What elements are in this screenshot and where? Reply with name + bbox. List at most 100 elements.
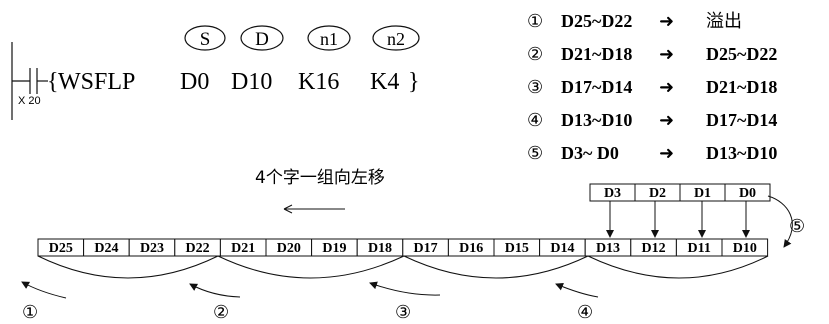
- operand-label-s-oval: [184, 25, 226, 51]
- operand-label-n1-oval: [307, 25, 351, 51]
- shift-caption: 4个字一组向左移: [255, 168, 385, 188]
- mapping-num: ①: [527, 11, 543, 31]
- contact-label: X 20: [18, 95, 41, 107]
- mapping-arrow: ➜: [659, 77, 674, 98]
- source-register-cell-border: [724, 183, 771, 202]
- source-register-block: D3 D2 D1 D0: [589, 183, 771, 202]
- dest-register-cell: D12: [630, 238, 677, 257]
- mapping-arrow: ➜: [659, 44, 674, 65]
- dest-register-cell-label: D13: [596, 241, 620, 256]
- source-register-cell: D2: [634, 183, 681, 202]
- mapping-to: D17~D14: [706, 110, 777, 130]
- step-label-2: ②: [213, 302, 229, 322]
- step-arrows: [21, 281, 599, 299]
- param-s: D0: [180, 69, 209, 95]
- mapping-num: ②: [527, 44, 543, 64]
- dest-register-cell-border: [721, 238, 769, 257]
- mapping-from: D25~D22: [561, 11, 632, 31]
- source-register-cell-label: D2: [649, 186, 666, 201]
- instruction-name: WSFLP: [58, 69, 135, 95]
- param-n2: K4: [370, 69, 399, 95]
- step-label-4: ④: [577, 302, 593, 322]
- operand-label-n1: n1: [320, 29, 338, 49]
- mapping-arrow: ➜: [659, 110, 674, 131]
- mapping-to: D21~D18: [706, 77, 777, 97]
- dest-register-cell: D22: [174, 238, 221, 257]
- mapping-from: D21~D18: [561, 44, 632, 64]
- dest-register-cell-label: D21: [231, 241, 255, 256]
- dest-register-cell-label: D12: [642, 241, 666, 256]
- mapping-row: ① D25~D22 ➜ 溢出: [527, 11, 742, 32]
- mapping-num: ④: [527, 110, 543, 130]
- source-register-cell-label: D3: [604, 186, 621, 201]
- dest-register-cell: D21: [219, 238, 267, 257]
- step-arrow-4: [555, 282, 599, 298]
- dest-register-cell-label: D18: [368, 241, 392, 256]
- dest-register-cell: D16: [447, 238, 495, 257]
- dest-register-cell-label: D24: [94, 241, 118, 256]
- ladder-rung: X 20 { WSFLP D0 D10 K16 K4 } S D n1 n2: [11, 25, 420, 120]
- dest-register-cell-label: D15: [505, 241, 529, 256]
- step5-arc: [767, 195, 793, 248]
- mapping-num: ③: [527, 77, 543, 97]
- source-register-cell: D0: [724, 183, 771, 202]
- group-arc-4: [587, 255, 769, 279]
- dest-register-cell: D25: [37, 238, 85, 257]
- mapping-row: ③ D17~D14 ➜ D21~D18: [527, 77, 777, 98]
- step-label-1: ①: [22, 302, 38, 322]
- step-arrow-3: [369, 281, 441, 296]
- mapping-row: ④ D13~D10 ➜ D17~D14: [527, 110, 777, 131]
- dest-register-cell: D24: [83, 238, 130, 257]
- source-register-cell-label: D0: [739, 186, 756, 201]
- instruction-open-bracket: {: [47, 69, 59, 95]
- mapping-to: D13~D10: [706, 143, 777, 163]
- dest-register-cell-label: D20: [277, 241, 301, 256]
- dest-register-cell: D14: [539, 238, 586, 257]
- dest-register-cell-label: D11: [688, 241, 711, 256]
- param-d: D10: [231, 69, 272, 95]
- source-register-cell: D1: [679, 183, 726, 202]
- group-arc-2: [217, 255, 405, 279]
- mapping-row: ② D21~D18 ➜ D25~D22: [527, 44, 777, 65]
- mapping-from: D3~ D0: [561, 143, 619, 163]
- param-n1: K16: [298, 69, 339, 95]
- dest-register-cell-label: D23: [140, 241, 164, 256]
- mapping-to: D25~D22: [706, 44, 777, 64]
- dest-register-cell-label: D25: [49, 241, 73, 256]
- dest-register-cell: D11: [675, 238, 723, 257]
- group-arc-3: [403, 255, 589, 279]
- operand-label-n2-oval: [372, 25, 420, 51]
- dest-register-cell-label: D22: [186, 241, 210, 256]
- operand-label-d-oval: [240, 25, 284, 51]
- operand-label-s: S: [200, 29, 211, 50]
- dest-register-cell-label: D16: [459, 241, 483, 256]
- step-label-3: ③: [395, 302, 411, 322]
- dest-register-cell: D10: [721, 238, 769, 257]
- dest-register-cell-label: D10: [733, 241, 757, 256]
- dest-register-cell: D23: [128, 238, 176, 257]
- operand-label-n2: n2: [387, 29, 405, 49]
- step5-label: ⑤: [789, 216, 805, 236]
- mapping-num: ⑤: [527, 143, 543, 163]
- mapping-from: D13~D10: [561, 110, 632, 130]
- step-arrow-1: [21, 281, 67, 299]
- dest-register-cell: D20: [265, 238, 313, 257]
- shift-left-arrow: [283, 204, 345, 214]
- dest-register-cell: D13: [584, 238, 632, 257]
- mapping-arrow: ➜: [659, 11, 674, 32]
- mapping-to: 溢出: [706, 11, 742, 32]
- dest-register-cell: D15: [493, 238, 541, 257]
- instruction-close-bracket: }: [408, 69, 420, 95]
- transfer-arrows: [606, 201, 750, 238]
- step-arrow-2: [189, 283, 241, 298]
- mapping-list: ① D25~D22 ➜ 溢出 ② D21~D18 ➜ D25~D22 ③ D17…: [527, 11, 777, 164]
- mapping-from: D17~D14: [561, 77, 632, 97]
- dest-register-cell: D18: [356, 238, 404, 257]
- dest-register-cell-label: D17: [414, 241, 438, 256]
- group-arc-1: [37, 255, 219, 279]
- mapping-arrow: ➜: [659, 143, 674, 164]
- group-arcs: [37, 255, 769, 279]
- operand-label-d: D: [255, 29, 269, 50]
